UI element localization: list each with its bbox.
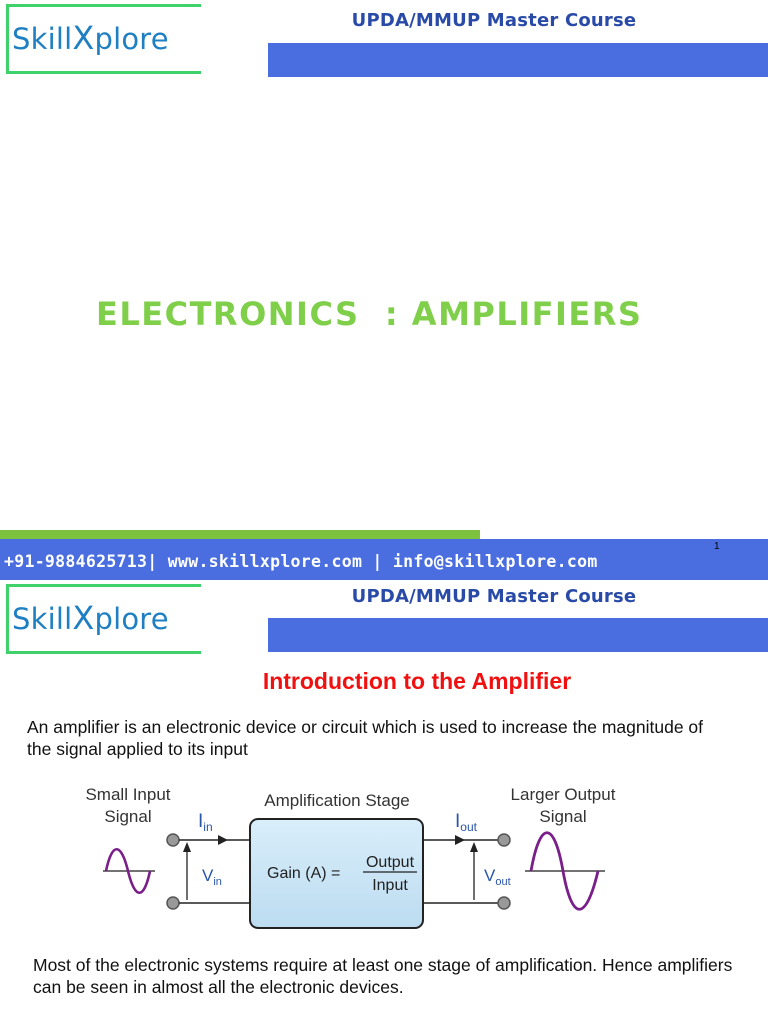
slide-2: SkillXplore UPDA/MMUP Master Course Intr… — [0, 580, 768, 1024]
output-terminal-bottom — [497, 896, 511, 910]
input-current-label: Iin — [198, 811, 213, 834]
closing-paragraph: Most of the electronic systems require a… — [33, 955, 733, 997]
input-voltage-arrow — [183, 842, 191, 852]
course-title: UPDA/MMUP Master Course — [351, 586, 637, 607]
input-label-line1: Small Input — [85, 785, 170, 804]
input-terminal-top — [166, 833, 180, 847]
course-title: UPDA/MMUP Master Course — [351, 10, 637, 31]
output-current-label: Iout — [455, 811, 478, 834]
logo-text-skill: Skill — [12, 22, 73, 56]
stage-label: Amplification Stage — [264, 791, 410, 810]
skillxplore-logo: SkillXplore — [6, 4, 201, 74]
output-label-line1: Larger Output — [511, 785, 616, 804]
input-label-line2: Signal — [104, 807, 151, 826]
footer-accent-line — [0, 530, 480, 539]
footer-bar — [0, 539, 768, 580]
gain-denominator: Input — [372, 877, 408, 894]
logo-text-skill: Skill — [12, 602, 73, 636]
logo-text-x: X — [72, 19, 95, 57]
intro-paragraph: An amplifier is an electronic device or … — [27, 717, 704, 759]
skillxplore-logo: SkillXplore — [6, 584, 201, 654]
header-band — [268, 618, 768, 652]
output-voltage-label: Vout — [484, 866, 511, 888]
logo-text-plore: plore — [94, 22, 169, 56]
footer-contact: +91-9884625713| www.skillxplore.com | in… — [4, 552, 598, 571]
amplifier-diagram: Small Input Signal Amplification Stage L… — [85, 785, 616, 929]
logo-wordmark: SkillXplore — [12, 599, 169, 637]
input-terminal-bottom — [166, 896, 180, 910]
logo-text-x: X — [72, 599, 95, 637]
slide-1: SkillXplore UPDA/MMUP Master Course ELEC… — [0, 4, 768, 580]
output-voltage-arrow — [470, 842, 478, 852]
logo-wordmark: SkillXplore — [12, 19, 169, 57]
output-terminal-top — [497, 833, 511, 847]
gain-numerator: Output — [366, 854, 415, 871]
amplifier-stage-box — [249, 818, 424, 929]
input-sine-wave — [104, 848, 152, 894]
output-current-arrow — [455, 835, 465, 845]
output-sine-wave — [529, 831, 600, 911]
logo-text-plore: plore — [94, 602, 169, 636]
input-current-arrow — [218, 835, 228, 845]
slide-title: ELECTRONICS : AMPLIFIERS — [96, 295, 643, 333]
input-voltage-label: Vin — [202, 866, 222, 888]
page-number: 1 — [714, 541, 720, 552]
output-label-line2: Signal — [539, 807, 586, 826]
gain-label: Gain (A) = — [267, 865, 340, 882]
header-band — [268, 43, 768, 77]
section-heading: Introduction to the Amplifier — [262, 668, 572, 694]
